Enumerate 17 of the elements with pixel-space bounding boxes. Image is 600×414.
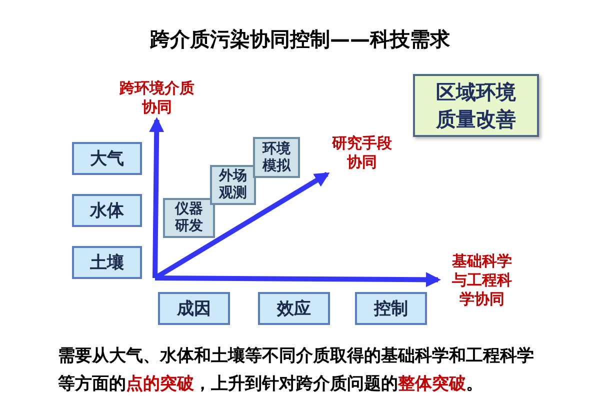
axis-label: 基础科学与工程科学协同: [440, 250, 524, 310]
caption: 需要从大气、水体和土壤等不同介质取得的基础科学和工程科学等方面的点的突破，上升到针对跨介质问题的整体突破。: [58, 345, 535, 396]
method-box: 外场观测: [210, 165, 256, 205]
axis-label: 研究手段协同: [322, 133, 402, 173]
goal-box: 区域环境质量改善: [413, 74, 539, 137]
category-box: 土壤: [72, 246, 142, 279]
category-box: 大气: [72, 142, 142, 175]
axis-arrow: [154, 272, 441, 288]
category-box: 水体: [72, 194, 142, 227]
method-box: 仪器研发: [163, 198, 215, 238]
category-box: 控制: [355, 292, 427, 325]
method-box: 环境模拟: [253, 137, 300, 178]
axis-label: 跨环境介质协同: [108, 78, 206, 118]
axis-arrow: [149, 117, 164, 278]
diagram-title: 跨介质污染协同控制——科技需求: [149, 26, 451, 53]
category-box: 效应: [258, 292, 330, 325]
category-box: 成因: [158, 292, 230, 325]
